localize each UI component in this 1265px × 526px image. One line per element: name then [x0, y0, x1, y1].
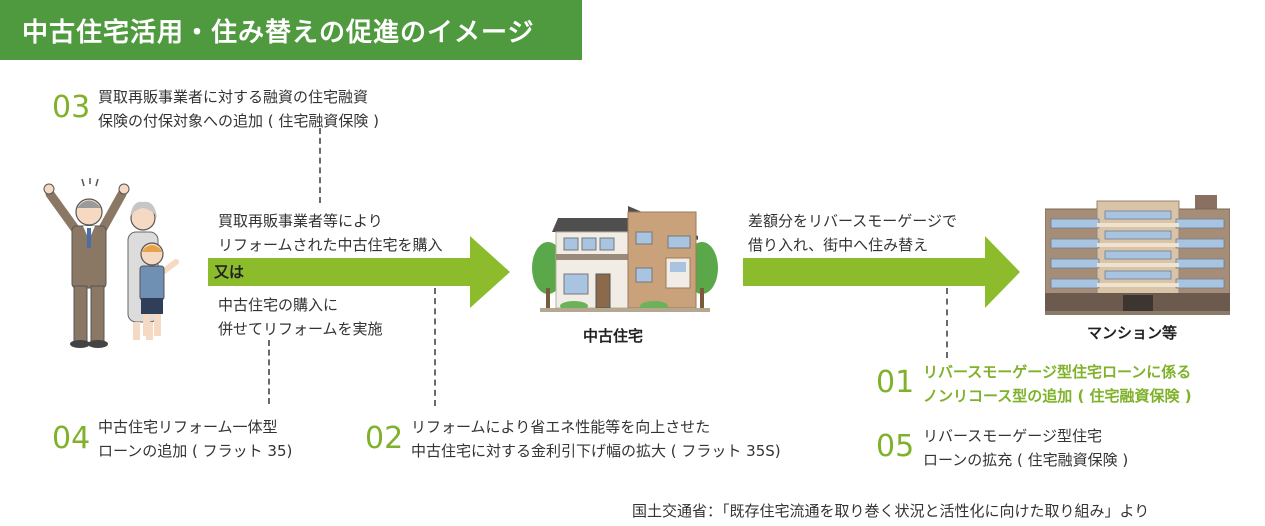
item-05-number: 05 [876, 429, 915, 464]
item-01-number: 01 [876, 365, 915, 400]
title-bar [0, 0, 582, 60]
arrow1-or: 又は [214, 263, 245, 281]
connector-01 [946, 288, 948, 358]
mansion-illustration [1045, 195, 1230, 315]
item-03-line1: 買取再販事業者に対する融資の住宅融資 [98, 88, 369, 106]
family-illustration [43, 178, 179, 348]
page-title: 中古住宅活用・住み替えの促進のイメージ [22, 18, 535, 48]
item-02-line2: 中古住宅に対する金利引下げ幅の拡大 ( フラット 35S) [411, 442, 781, 460]
arrow1-line2: リフォームされた中古住宅を購入 [218, 236, 443, 254]
mansion-label: マンション等 [1087, 324, 1178, 342]
arrow2-line2: 借り入れ、街中へ住み替え [748, 236, 929, 254]
connector-03 [319, 128, 321, 203]
connector-04 [268, 340, 270, 404]
arrow2-line1: 差額分をリバースモーゲージで [748, 212, 957, 230]
item-01-line1: リバースモーゲージ型住宅ローンに係る [923, 363, 1192, 381]
item-01-line2: ノンリコース型の追加 ( 住宅融資保険 ) [923, 387, 1192, 405]
house-illustration [532, 206, 718, 312]
arrow1-line3: 中古住宅の購入に [218, 296, 339, 314]
source-note: 国土交通省：「既存住宅流通を取り巻く状況と活性化に向けた取り組み」より [632, 502, 1150, 520]
item-05-line2: ローンの拡充 ( 住宅融資保険 ) [923, 451, 1129, 469]
house-label: 中古住宅 [583, 327, 644, 345]
item-04-number: 04 [52, 421, 91, 456]
arrow-purchase [208, 236, 510, 308]
arrow1-line4: 併せてリフォームを実施 [218, 320, 383, 338]
item-05-line1: リバースモーゲージ型住宅 [923, 427, 1102, 445]
item-02-number: 02 [365, 421, 404, 456]
connector-02 [434, 288, 436, 406]
item-03-number: 03 [52, 90, 91, 125]
item-04-line2: ローンの追加 ( フラット 35) [98, 442, 293, 460]
item-03-line2: 保険の付保対象への追加 ( 住宅融資保険 ) [98, 112, 380, 130]
arrow-relocate [743, 236, 1020, 308]
item-04-line1: 中古住宅リフォーム一体型 [98, 418, 278, 436]
arrow1-line1: 買取再販事業者等により [218, 212, 383, 230]
item-02-line1: リフォームにより省エネ性能等を向上させた [411, 418, 711, 436]
